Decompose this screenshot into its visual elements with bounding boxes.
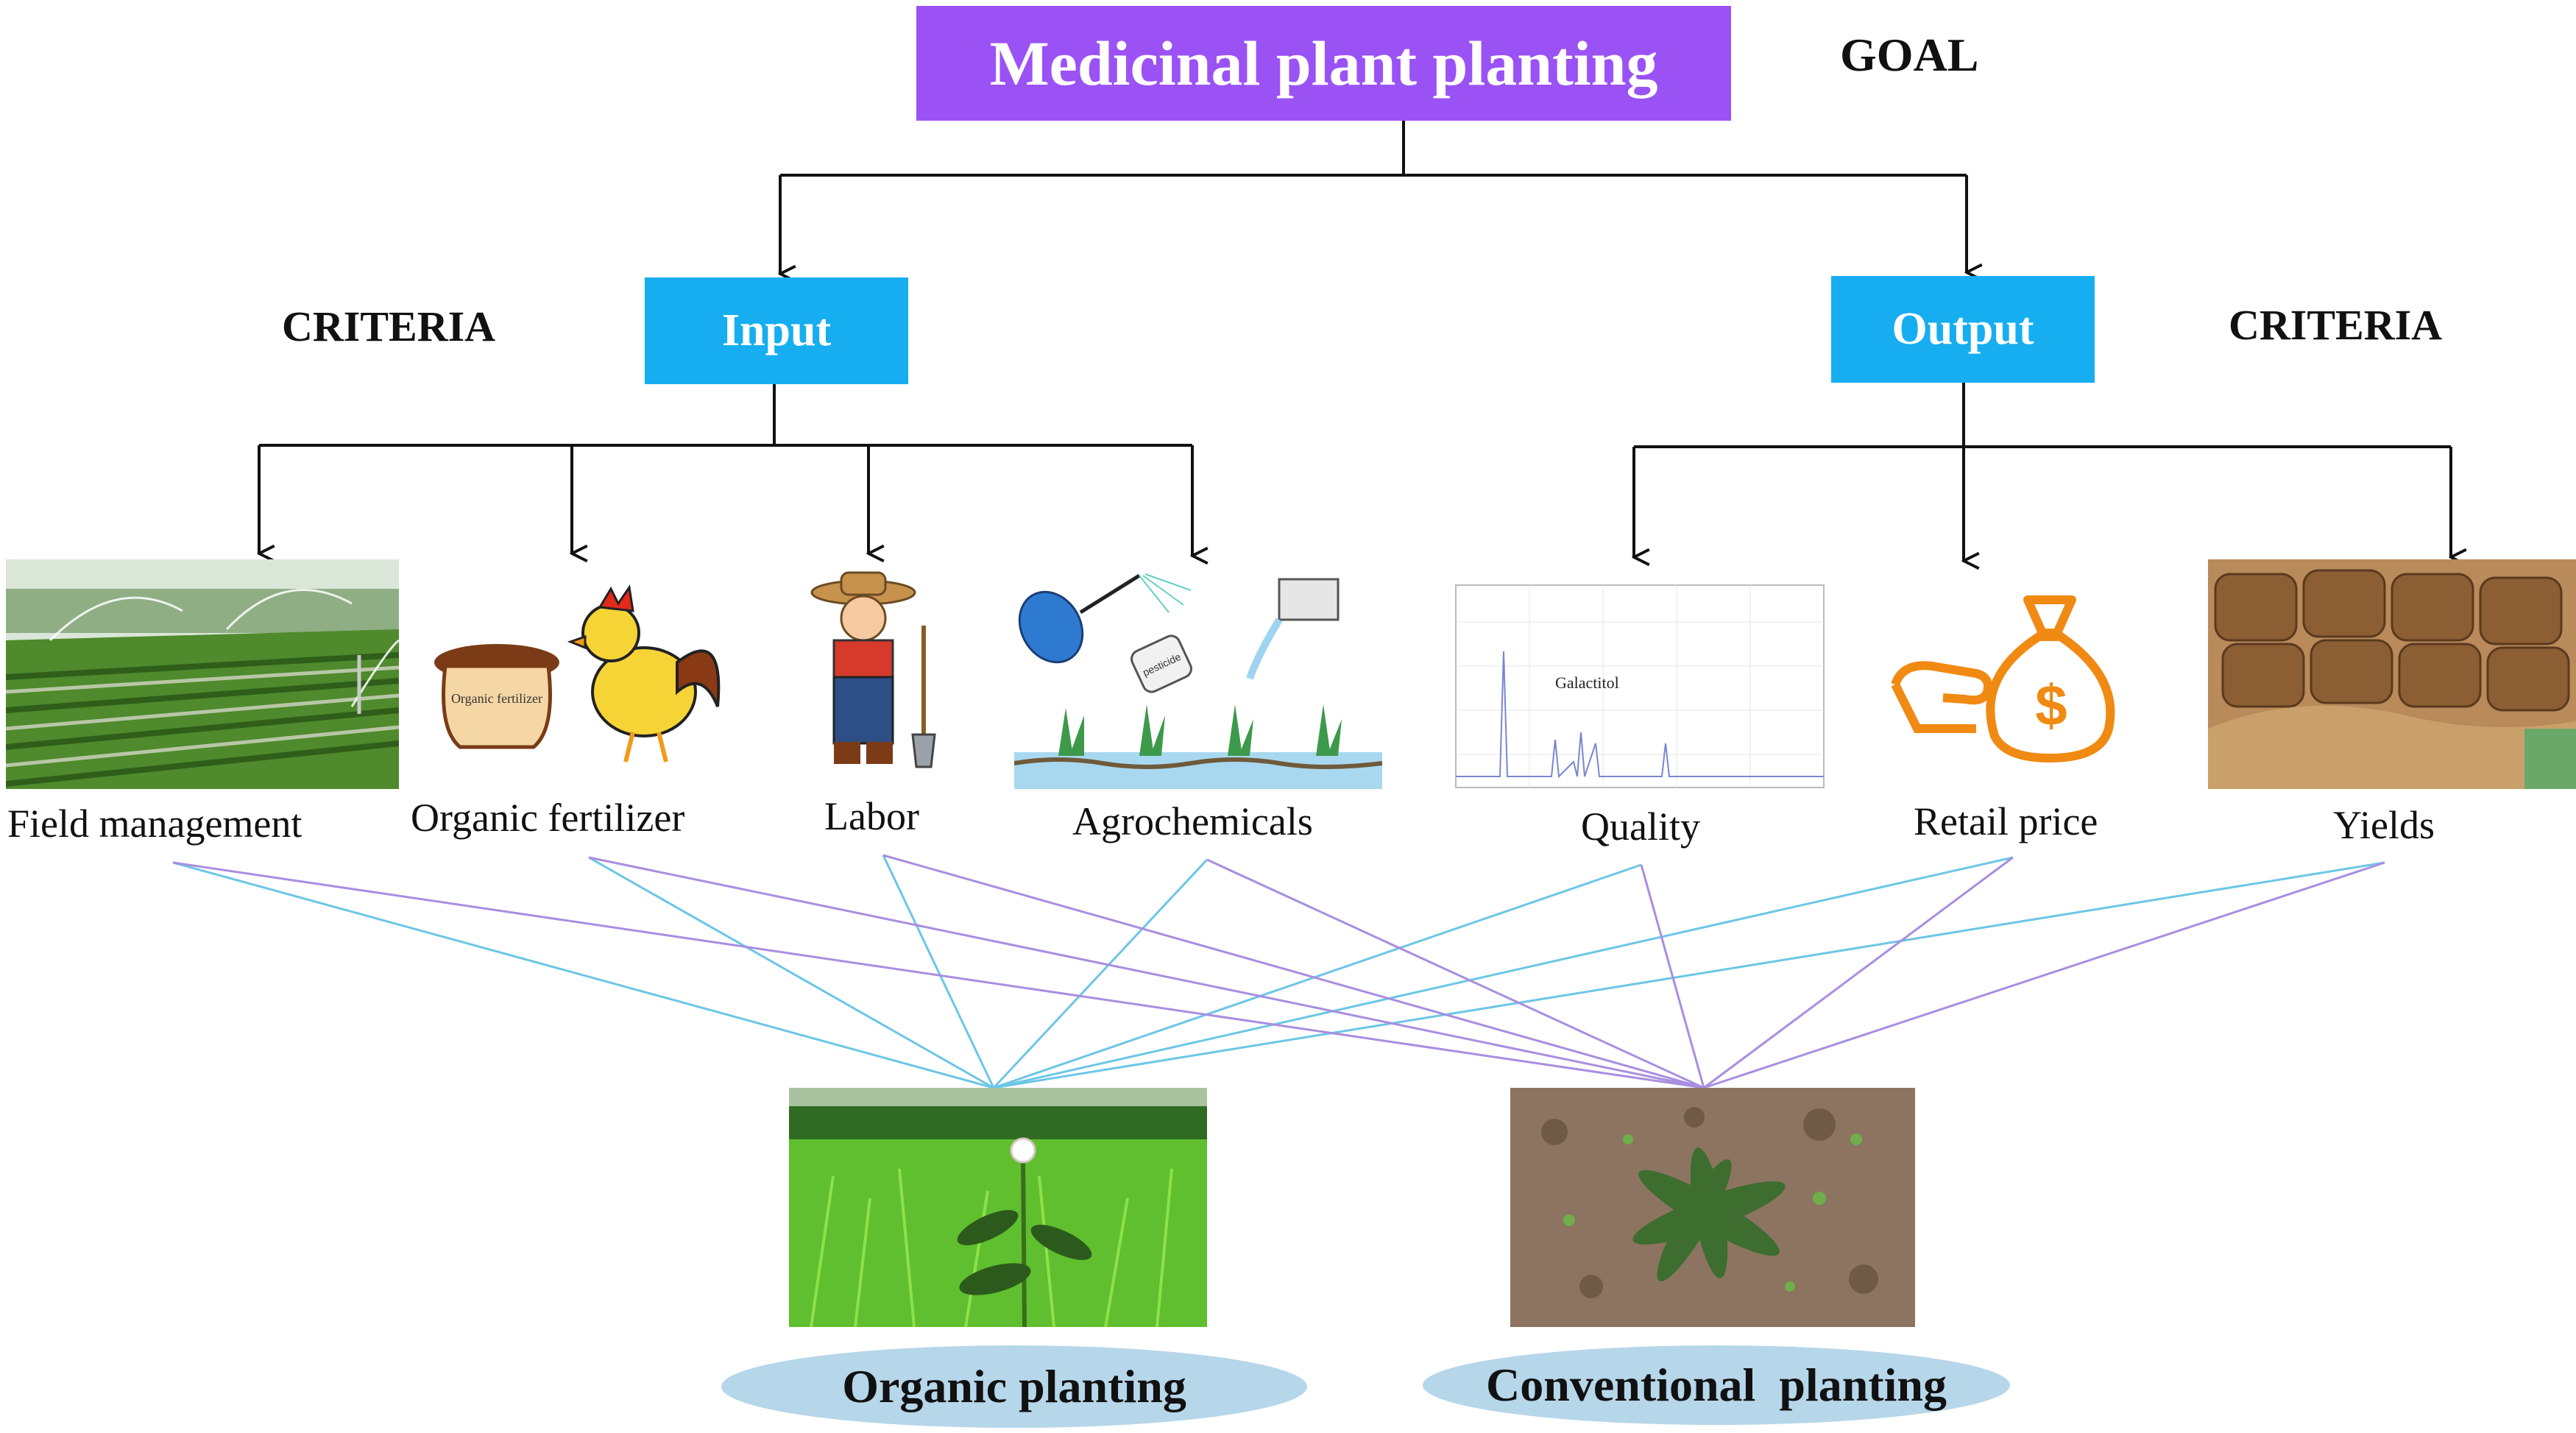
field-management-label: Field management bbox=[7, 802, 302, 846]
goal-tag: GOAL bbox=[1840, 29, 1979, 81]
goal-title: Medicinal plant planting bbox=[989, 28, 1658, 99]
output-label: Output bbox=[1892, 304, 2034, 354]
yields-label: Yields bbox=[2333, 803, 2435, 847]
agrochemicals-label: Agrochemicals bbox=[1072, 799, 1313, 843]
organic-planting-label-ellipse: Organic planting bbox=[721, 1345, 1307, 1428]
galactitol-label: Galactitol bbox=[1555, 673, 1619, 692]
organic-fertilizer-label: Organic fertilizer bbox=[411, 796, 685, 840]
agrochemicals-image: pesticide bbox=[1014, 568, 1382, 789]
quality-chromatogram-image: Galactitol bbox=[1441, 578, 1839, 799]
conventional-planting-photo bbox=[1510, 1088, 1915, 1327]
organic-planting-photo bbox=[789, 1088, 1207, 1327]
conventional-planting-label-ellipse: Conventional planting bbox=[1423, 1345, 2010, 1425]
labor-image bbox=[806, 567, 953, 773]
labor-label: Labor bbox=[824, 794, 919, 838]
alternative-links bbox=[172, 854, 2385, 1089]
field-management-image bbox=[6, 559, 399, 789]
quality-label: Quality bbox=[1581, 804, 1700, 849]
retail-price-label: Retail price bbox=[1914, 799, 2098, 843]
criteria-tag-right: CRITERIA bbox=[2229, 301, 2443, 349]
dollar-sign: $ bbox=[2035, 673, 2067, 737]
input-label: Input bbox=[721, 305, 832, 355]
input-box: Input bbox=[645, 277, 908, 384]
goal-box: Medicinal plant planting bbox=[916, 6, 1731, 121]
output-box: Output bbox=[1831, 276, 2095, 383]
conventional-planting-label: Conventional planting bbox=[1486, 1359, 1947, 1411]
organic-planting-label: Organic planting bbox=[842, 1360, 1186, 1412]
yields-image bbox=[2208, 559, 2576, 789]
fertilizer-bag-text: Organic fertilizer bbox=[451, 691, 542, 706]
retail-price-image: $ bbox=[1888, 581, 2127, 765]
criteria-tag-left: CRITERIA bbox=[282, 302, 496, 350]
organic-fertilizer-image: Organic fertilizer bbox=[423, 581, 732, 765]
